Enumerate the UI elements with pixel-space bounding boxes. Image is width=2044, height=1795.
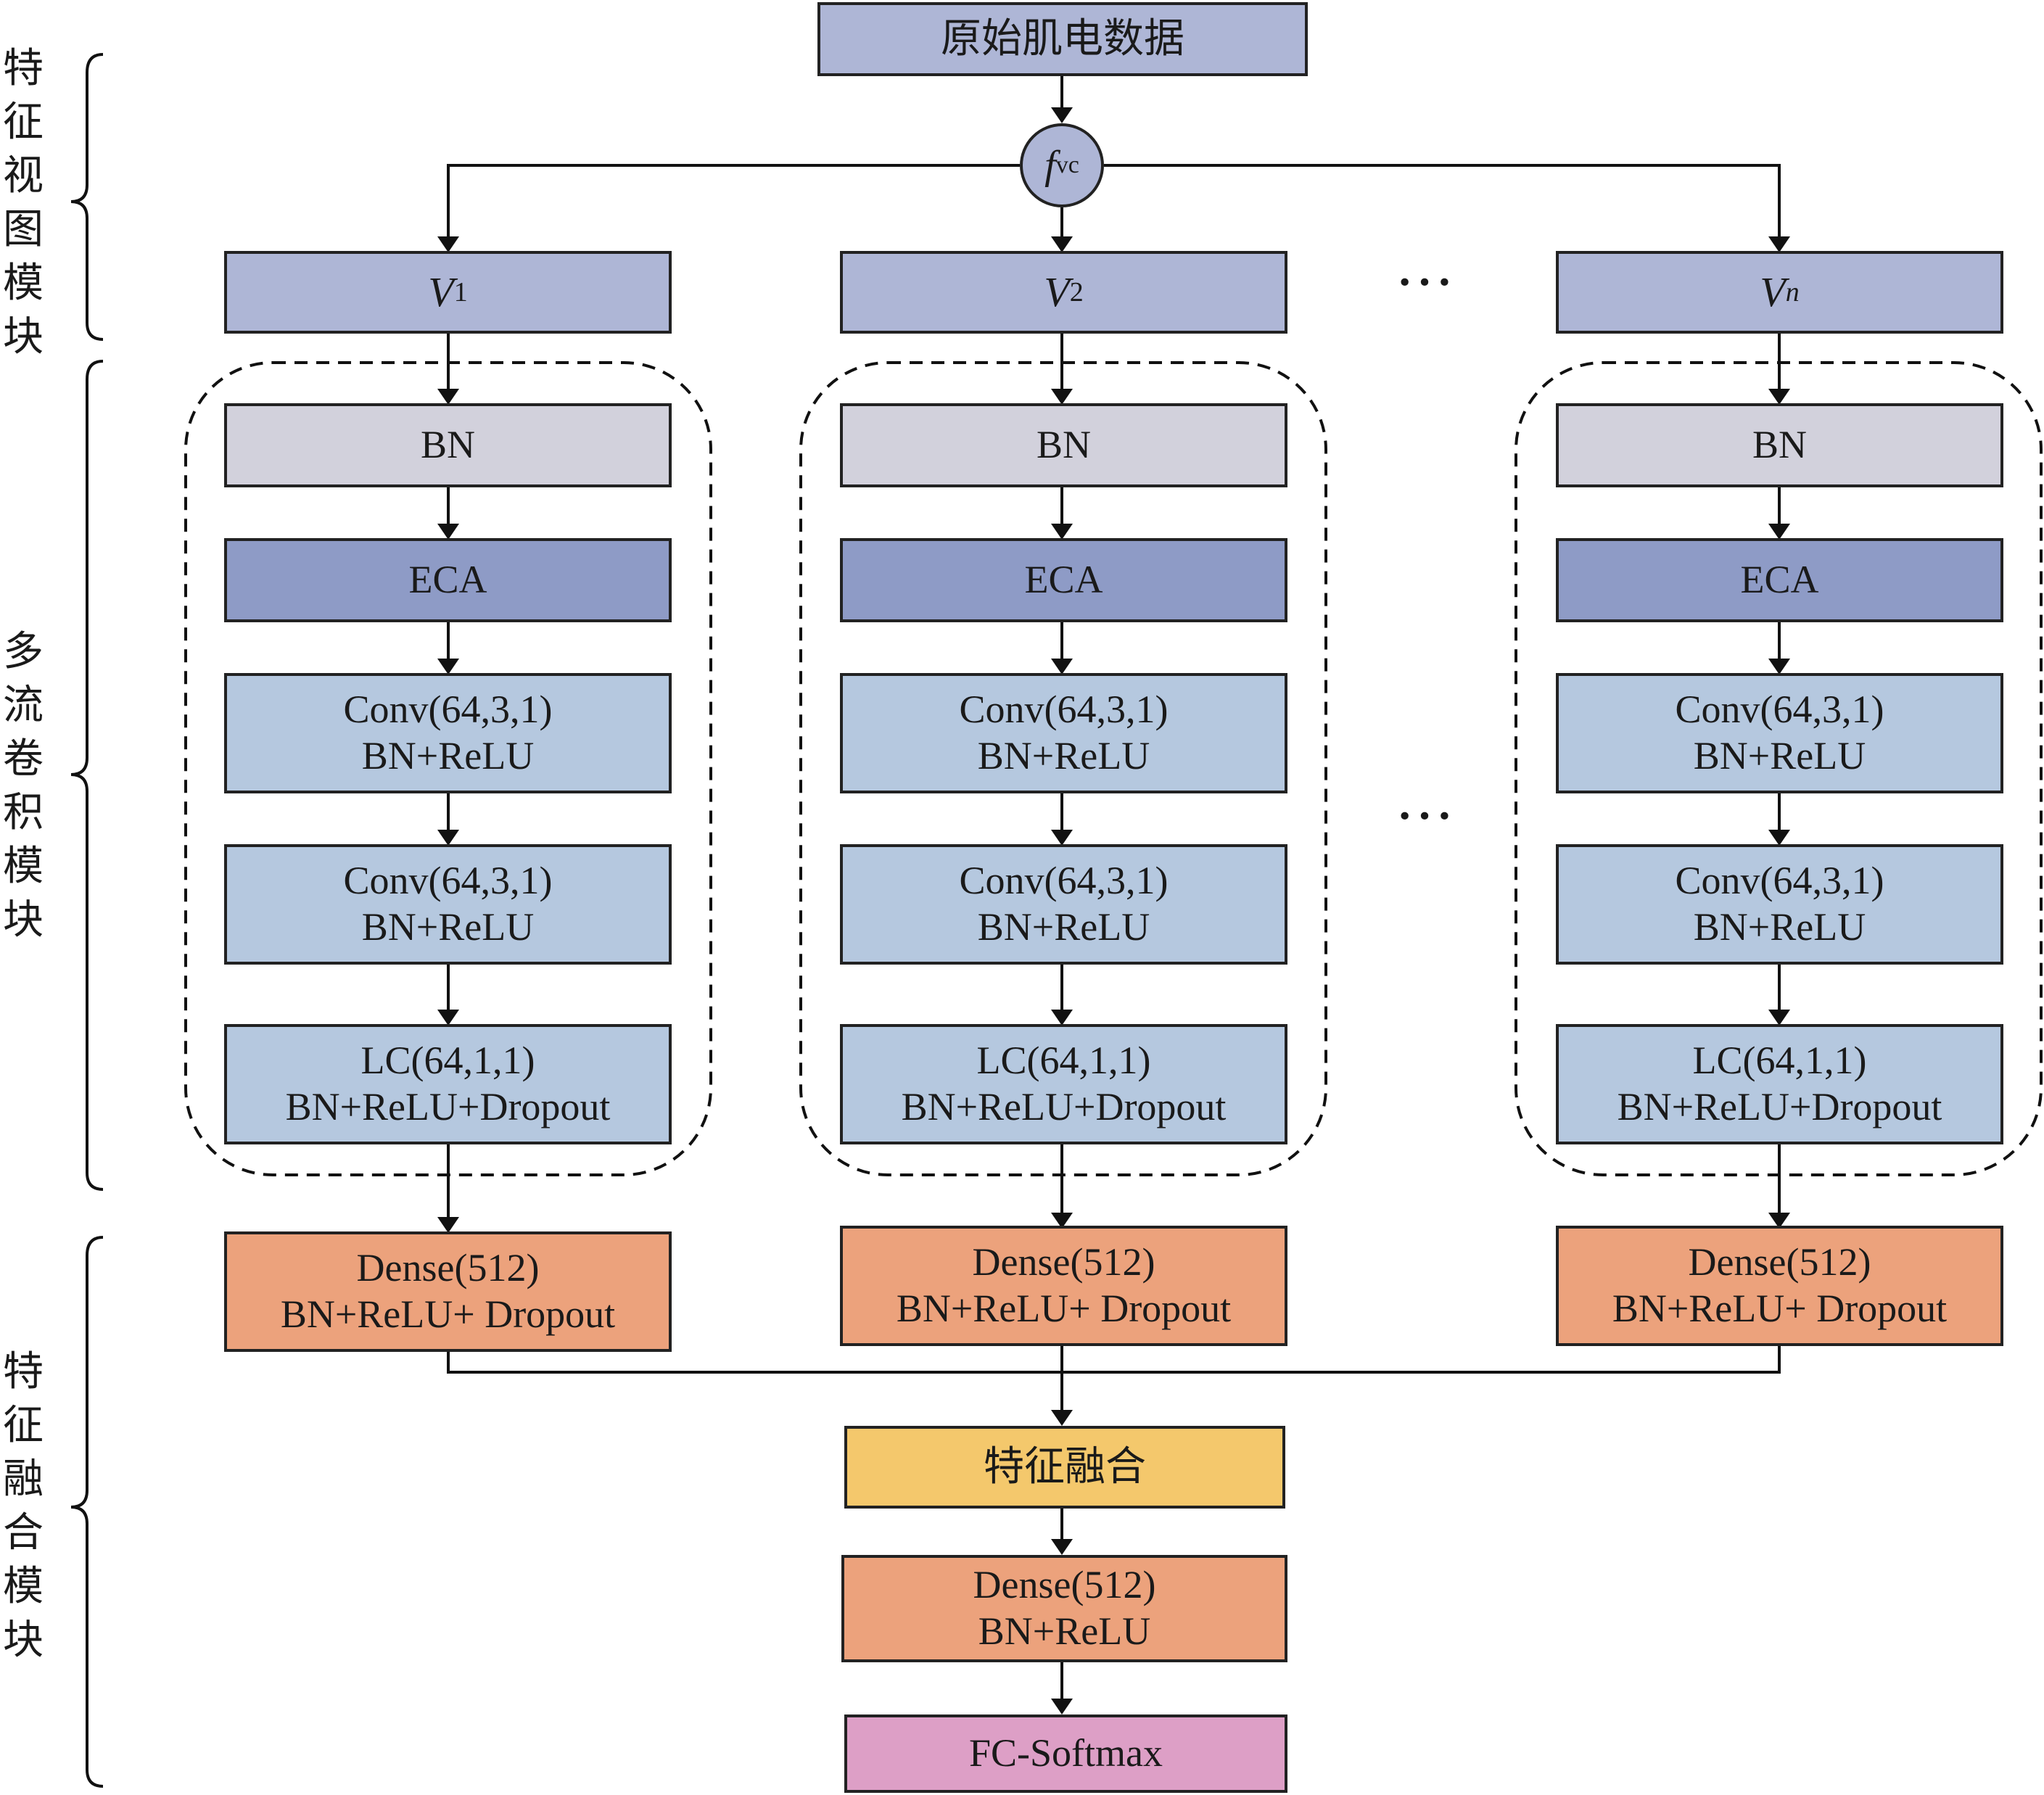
label-multi-stream-conv-module: 多流卷积模块 xyxy=(3,628,44,944)
ellipsis-views: ··· xyxy=(1397,256,1457,308)
stream-2-dense: Dense(512) BN+ReLU+ Dropout xyxy=(840,1226,1287,1346)
view-n-letter: V xyxy=(1760,268,1786,315)
stream-n-lc: LC(64,1,1) BN+ReLU+Dropout xyxy=(1556,1024,2003,1144)
lc-line1: LC(64,1,1) xyxy=(976,1039,1151,1083)
stream-1-lc: LC(64,1,1) BN+ReLU+Dropout xyxy=(224,1024,672,1144)
conv-line2: BN+ReLU xyxy=(361,734,535,777)
conv-line1: Conv(64,3,1) xyxy=(1675,688,1884,732)
input-label: 原始肌电数据 xyxy=(941,15,1184,62)
eca-label: ECA xyxy=(1740,558,1819,602)
final-dense-line2: BN+ReLU xyxy=(978,1609,1151,1653)
final-dense-box: Dense(512) BN+ReLU xyxy=(841,1555,1287,1662)
stream-n-conv-b: Conv(64,3,1) BN+ReLU xyxy=(1556,844,2003,965)
eca-label: ECA xyxy=(1024,558,1103,602)
dense-line1: Dense(512) xyxy=(356,1246,540,1290)
fvc-sub: vc xyxy=(1055,152,1079,178)
conv-line1: Conv(64,3,1) xyxy=(1675,859,1884,903)
fvc-f: f xyxy=(1044,143,1056,188)
final-dense-line1: Dense(512) xyxy=(973,1563,1156,1607)
view-2-letter: V xyxy=(1044,268,1070,315)
dense-line2: BN+ReLU+ Dropout xyxy=(1612,1287,1948,1330)
dense-line1: Dense(512) xyxy=(972,1240,1155,1284)
stream-1-conv-b: Conv(64,3,1) BN+ReLU xyxy=(224,844,672,965)
lc-line1: LC(64,1,1) xyxy=(360,1039,535,1083)
dense-line2: BN+ReLU+ Dropout xyxy=(896,1287,1232,1330)
dense-line1: Dense(512) xyxy=(1688,1240,1871,1284)
ellipsis-streams: ··· xyxy=(1397,790,1457,841)
stream-n-eca: ECA xyxy=(1556,538,2003,622)
view-1-letter: V xyxy=(428,268,454,315)
label-feature-view-module: 特征视图模块 xyxy=(3,45,44,360)
conv-line2: BN+ReLU xyxy=(977,734,1150,777)
lc-line2: BN+ReLU+Dropout xyxy=(901,1085,1227,1128)
conv-line1: Conv(64,3,1) xyxy=(343,688,553,732)
conv-line2: BN+ReLU xyxy=(977,905,1150,949)
lc-line2: BN+ReLU+Dropout xyxy=(285,1085,611,1128)
label-feature-fusion-module: 特征融合模块 xyxy=(3,1348,44,1664)
lc-line2: BN+ReLU+Dropout xyxy=(1617,1085,1942,1128)
conv-line2: BN+ReLU xyxy=(361,905,535,949)
view-n-sub: n xyxy=(1785,276,1800,308)
conv-line1: Conv(64,3,1) xyxy=(959,688,1169,732)
bn-label: BN xyxy=(1036,423,1091,467)
stream-1-bn: BN xyxy=(224,403,672,487)
stream-2-eca: ECA xyxy=(840,538,1287,622)
stream-n-bn: BN xyxy=(1556,403,2003,487)
stream-1-eca: ECA xyxy=(224,538,672,622)
fusion-label: 特征融合 xyxy=(984,1443,1146,1490)
view-1-sub: 1 xyxy=(453,276,468,308)
stream-2-bn: BN xyxy=(840,403,1287,487)
view-2-sub: 2 xyxy=(1069,276,1084,308)
conv-line2: BN+ReLU xyxy=(1693,734,1866,777)
stream-2-conv-a: Conv(64,3,1) BN+ReLU xyxy=(840,673,1287,793)
eca-label: ECA xyxy=(408,558,487,602)
bn-label: BN xyxy=(420,423,475,467)
stream-n-dense: Dense(512) BN+ReLU+ Dropout xyxy=(1556,1226,2003,1346)
fc-softmax-label: FC-Softmax xyxy=(968,1731,1163,1775)
fc-softmax-box: FC-Softmax xyxy=(844,1714,1287,1793)
stream-1-dense: Dense(512) BN+ReLU+ Dropout xyxy=(224,1231,672,1352)
stream-2-conv-b: Conv(64,3,1) BN+ReLU xyxy=(840,844,1287,965)
conv-line2: BN+ReLU xyxy=(1693,905,1866,949)
feature-fusion-box: 特征融合 xyxy=(844,1426,1285,1509)
lc-line1: LC(64,1,1) xyxy=(1692,1039,1867,1083)
conv-line1: Conv(64,3,1) xyxy=(959,859,1169,903)
dense-line2: BN+ReLU+ Dropout xyxy=(280,1292,616,1336)
input-raw-emg-box: 原始肌电数据 xyxy=(817,2,1308,76)
stream-1-conv-a: Conv(64,3,1) BN+ReLU xyxy=(224,673,672,793)
bn-label: BN xyxy=(1752,423,1807,467)
stream-2-lc: LC(64,1,1) BN+ReLU+Dropout xyxy=(840,1024,1287,1144)
conv-line1: Conv(64,3,1) xyxy=(343,859,553,903)
stream-n-conv-a: Conv(64,3,1) BN+ReLU xyxy=(1556,673,2003,793)
